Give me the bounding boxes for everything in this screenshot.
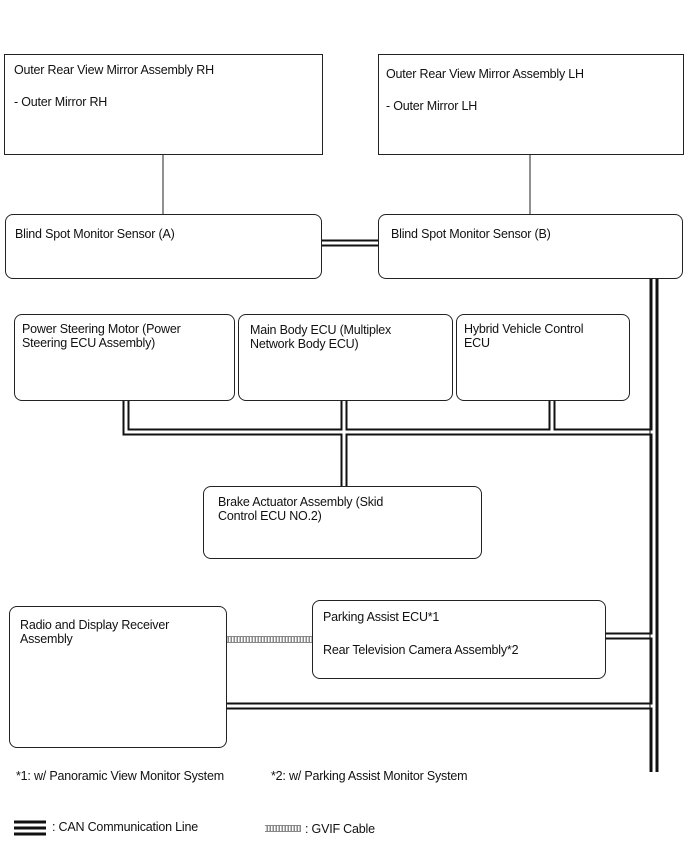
bsm-a-title: Blind Spot Monitor Sensor (A) (15, 227, 175, 241)
legend-can-label: : CAN Communication Line (52, 820, 198, 834)
footnote-2: *2: w/ Parking Assist Monitor System (271, 769, 468, 783)
gvif-cable (226, 636, 312, 643)
hybrid-ecu-box: Hybrid Vehicle Control ECU (456, 314, 630, 401)
mirror-rh-title: Outer Rear View Mirror Assembly RH (14, 63, 214, 77)
power-steering-title: Power Steering Motor (Power Steering ECU… (22, 322, 181, 350)
main-body-ecu-box: Main Body ECU (Multiplex Network Body EC… (238, 314, 453, 401)
legend-gvif-sample (265, 825, 301, 832)
bsm-a-box: Blind Spot Monitor Sensor (A) (5, 214, 322, 279)
can-bus-lines (122, 239, 659, 772)
legend-gvif-label: : GVIF Cable (305, 822, 375, 836)
parking-assist-title: Parking Assist ECU*1 (323, 610, 440, 624)
power-steering-box: Power Steering Motor (Power Steering ECU… (14, 314, 235, 401)
radio-display-box: Radio and Display Receiver Assembly (9, 606, 227, 748)
radio-display-title: Radio and Display Receiver Assembly (20, 618, 170, 646)
main-body-ecu-title: Main Body ECU (Multiplex Network Body EC… (250, 323, 392, 351)
brake-actuator-box: Brake Actuator Assembly (Skid Control EC… (203, 486, 482, 559)
mirror-lh-box: Outer Rear View Mirror Assembly LH - Out… (378, 54, 684, 155)
bsm-b-title: Blind Spot Monitor Sensor (B) (391, 227, 551, 241)
bsm-b-box: Blind Spot Monitor Sensor (B) (378, 214, 683, 279)
brake-actuator-title: Brake Actuator Assembly (Skid Control EC… (218, 495, 384, 523)
rear-camera-title: Rear Television Camera Assembly*2 (323, 643, 519, 657)
mirror-rh-box: Outer Rear View Mirror Assembly RH - Out… (4, 54, 323, 155)
mirror-lh-sub: - Outer Mirror LH (386, 99, 478, 113)
parking-assist-box: Parking Assist ECU*1 Rear Television Cam… (312, 600, 606, 679)
mirror-lh-title: Outer Rear View Mirror Assembly LH (386, 67, 584, 81)
legend-can-sample (14, 820, 46, 836)
hybrid-ecu-title: Hybrid Vehicle Control ECU (464, 322, 584, 350)
mirror-rh-sub: - Outer Mirror RH (14, 95, 108, 109)
footnote-1: *1: w/ Panoramic View Monitor System (16, 769, 224, 783)
